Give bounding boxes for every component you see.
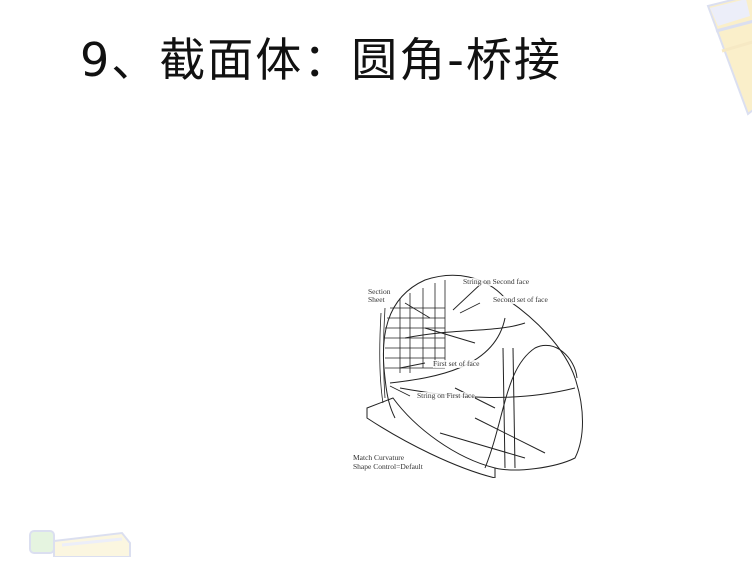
label-section-sheet-2: Sheet [368,295,385,304]
section-body-figure: Section Sheet String on Second face Seco… [345,268,595,478]
label-string-on-first-face: String on First face [417,391,475,400]
label-first-set-of-face: First set of face [433,359,480,368]
label-string-on-second-face: String on Second face [463,277,530,286]
label-section-sheet-1: Section [368,287,391,296]
slide-title: 9、截面体：圆角-桥接 [80,33,562,87]
label-match-curvature: Match Curvature [353,453,405,462]
label-second-set-of-face: Second set of face [493,295,548,304]
pencil-decoration-icon [688,0,752,116]
label-shape-control: Shape Control=Default [353,462,423,471]
pencil-decoration-icon [22,521,132,558]
